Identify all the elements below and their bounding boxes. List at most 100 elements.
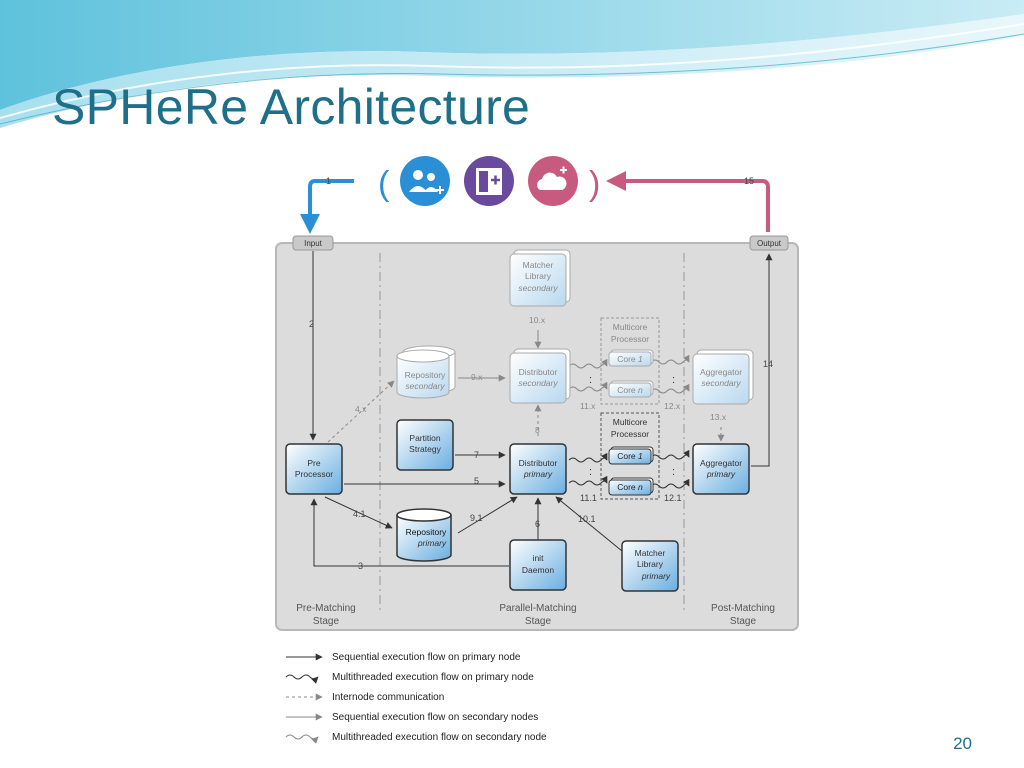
distributor-secondary-line1: Distributor — [519, 367, 558, 377]
edge-label-9-1: 9.1 — [470, 513, 483, 523]
aggregator-primary-line1: Aggregator — [700, 458, 742, 468]
partition-strategy-line2: Strategy — [409, 444, 441, 454]
aggregator-primary-line2: primary — [706, 469, 736, 479]
multicore-processor-primary: Multicore Processor Core 1 Core n — [600, 412, 660, 500]
edge-label-11-1: 11.1 — [580, 493, 597, 503]
init-daemon-line1: init — [533, 553, 545, 563]
legend-item-sequential-secondary: Sequential execution flow on secondary n… — [332, 712, 538, 723]
svg-text::: : — [589, 374, 592, 386]
edge-label-10-1: 10.1 — [578, 514, 596, 524]
partition-strategy[interactable]: Partition Strategy — [396, 419, 454, 471]
edge-label-4-1: 4.1 — [353, 509, 366, 519]
edge-label-3: 3 — [358, 561, 363, 571]
multicore-primary-line2: Processor — [611, 429, 649, 439]
pre-processor-line2: Processor — [295, 469, 333, 479]
core-n-primary[interactable]: Core n — [608, 477, 654, 496]
edge-label-12-1: 12.1 — [664, 493, 682, 503]
aggregator-secondary[interactable]: Aggregator secondary — [692, 349, 754, 405]
core-1-secondary-name: Core — [617, 354, 636, 364]
repository-secondary-line1: Repository — [405, 370, 446, 380]
stage-parallel-line1: Parallel-Matching — [499, 603, 576, 614]
slide-title: SPHeRe Architecture — [52, 79, 531, 135]
cloud-plus-icon — [528, 156, 578, 206]
repository-primary[interactable]: Repository primary — [396, 508, 452, 562]
legend-item-multithreaded-secondary: Multithreaded execution flow on secondar… — [332, 732, 547, 743]
core-1-primary-name: Core — [617, 451, 636, 461]
input-badge: Input — [292, 235, 334, 251]
legend-item-multithreaded-primary: Multithreaded execution flow on primary … — [332, 672, 534, 683]
matcher-secondary-line1: Matcher — [523, 260, 554, 270]
partition-strategy-line1: Partition — [409, 433, 440, 443]
core-1-secondary[interactable]: Core 1 — [608, 349, 654, 367]
aggregator-secondary-line1: Aggregator — [700, 367, 742, 377]
multicore-secondary-line1: Multicore — [613, 322, 648, 332]
repository-primary-line1: Repository — [406, 527, 447, 537]
edges: : : : : — [309, 251, 773, 567]
pre-processor[interactable]: Pre Processor — [285, 443, 343, 495]
core-1-secondary-index: 1 — [638, 354, 643, 364]
svg-text::: : — [672, 466, 675, 478]
edge-label-2: 2 — [309, 319, 314, 329]
edge-label-7: 7 — [474, 450, 479, 460]
stage-pre-line1: Pre-Matching — [296, 603, 355, 614]
output-badge: Output — [749, 235, 789, 251]
core-n-secondary-index: n — [638, 385, 643, 395]
matcher-primary-line1: Matcher — [635, 548, 666, 558]
distributor-secondary[interactable]: Distributor secondary — [509, 348, 571, 404]
core-1-primary[interactable]: Core 1 — [608, 446, 654, 465]
stage-pre-line2: Stage — [313, 616, 340, 627]
edge-label-10x: 10.x — [529, 315, 546, 325]
legend-item-internode: Internode communication — [332, 692, 444, 703]
edge-label-9x: 9.x — [471, 372, 483, 382]
core-n-primary-index: n — [638, 482, 643, 492]
distributor-secondary-line2: secondary — [518, 378, 558, 388]
matcher-secondary-line2: Library — [525, 271, 552, 281]
matcher-library-secondary[interactable]: Matcher Library secondary — [509, 249, 571, 307]
core-n-primary-name: Core — [617, 482, 636, 492]
matcher-primary-line3: primary — [641, 571, 671, 581]
matcher-secondary-line3: secondary — [518, 283, 558, 293]
init-daemon[interactable]: init Daemon — [509, 539, 567, 591]
matcher-library-primary[interactable]: Matcher Library primary — [621, 540, 679, 592]
repository-secondary-line2: secondary — [405, 381, 445, 391]
init-daemon-line2: Daemon — [522, 565, 554, 575]
input-label: Input — [304, 239, 323, 248]
edge-label-8: 8 — [535, 425, 540, 435]
repository-secondary[interactable]: Repository secondary — [396, 345, 456, 399]
users-plus-icon — [400, 156, 450, 206]
open-paren: ( — [378, 165, 390, 203]
svg-text:Core n: Core n — [617, 385, 643, 395]
edge-label-12x: 12.x — [664, 401, 681, 411]
core-n-secondary-name: Core — [617, 385, 636, 395]
edge-label-5: 5 — [474, 476, 479, 486]
output-label: Output — [757, 239, 782, 248]
distributor-primary[interactable]: Distributor primary — [509, 443, 567, 495]
legend: Sequential execution flow on primary nod… — [285, 652, 547, 744]
repository-primary-line2: primary — [417, 538, 447, 548]
page-number: 20 — [953, 734, 972, 753]
stage-parallel-line2: Stage — [525, 616, 552, 627]
edge-labels: 2 3 4.x 4.1 5 6 7 8 9.x 9.1 10.x 10.1 11… — [309, 315, 773, 571]
distributor-primary-line2: primary — [523, 469, 553, 479]
aggregator-primary[interactable]: Aggregator primary — [692, 443, 750, 495]
legend-item-sequential-primary: Sequential execution flow on primary nod… — [332, 652, 521, 663]
matcher-primary-line2: Library — [637, 559, 664, 569]
distributor-primary-line1: Distributor — [519, 458, 558, 468]
edge-label-11x: 11.x — [580, 401, 596, 411]
edge-label-6: 6 — [535, 519, 540, 529]
core-1-primary-index: 1 — [638, 451, 643, 461]
core-n-secondary[interactable]: Core n — [608, 380, 654, 398]
stage-labels: Pre-Matching Stage Parallel-Matching Sta… — [296, 603, 775, 627]
svg-text:Core n: Core n — [617, 482, 643, 492]
multicore-primary-line1: Multicore — [613, 417, 648, 427]
top-flow: 1 15 ( ) — [300, 156, 770, 234]
multicore-processor-secondary: Multicore Processor Core 1 Core n — [600, 317, 660, 405]
svg-text:Core 1: Core 1 — [617, 451, 643, 461]
stage-post-line1: Post-Matching — [711, 603, 775, 614]
edge-label-14: 14 — [763, 359, 773, 369]
edge-label-1: 1 — [326, 176, 331, 186]
edge-label-13x: 13.x — [710, 412, 727, 422]
edge-label-15: 15 — [744, 176, 754, 186]
